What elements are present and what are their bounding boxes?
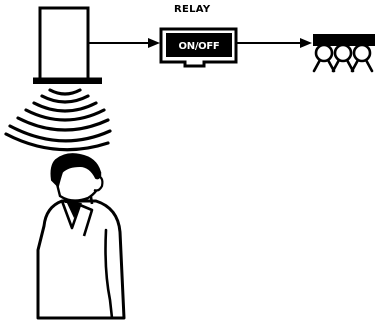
light-bank-icon <box>312 34 375 73</box>
arrow-icon <box>88 38 160 48</box>
person-icon <box>36 153 126 320</box>
relay-switch-label: ON/OFF <box>179 41 220 52</box>
relay-title: RELAY <box>174 4 211 15</box>
sensor-unit-icon <box>33 6 102 84</box>
sensor-wave-icon <box>4 88 112 152</box>
relay-icon: ON/OFF <box>159 27 238 68</box>
arrow-icon <box>236 38 312 48</box>
